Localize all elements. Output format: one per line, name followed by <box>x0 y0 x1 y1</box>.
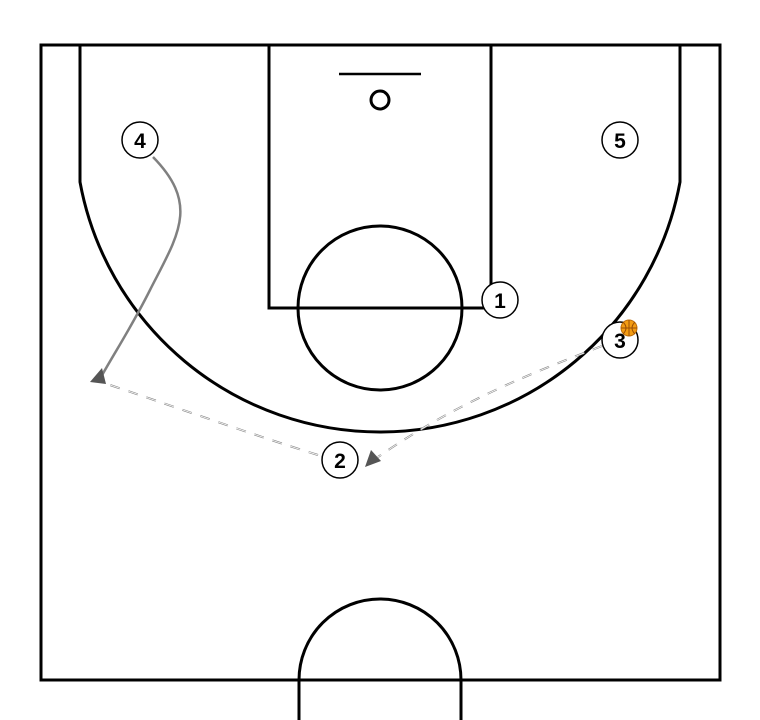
player-4-label: 4 <box>134 130 146 153</box>
player-5-label: 5 <box>614 130 626 153</box>
cut-arrow-head <box>90 368 106 384</box>
player-2-label: 2 <box>334 450 346 473</box>
player-5: 5 <box>601 121 639 159</box>
pass-path-2-to-wing-inner <box>103 382 319 456</box>
pass-path-3-to-2 <box>377 345 603 458</box>
player-2: 2 <box>321 441 359 479</box>
court-boundary <box>39 43 722 682</box>
player-1: 1 <box>481 281 519 319</box>
pass-arrow-head-to-2 <box>365 450 381 467</box>
player-4: 4 <box>121 121 159 159</box>
three-point-line <box>78 45 682 434</box>
basketball-icon <box>620 319 638 337</box>
free-throw-circle <box>296 224 464 392</box>
basket-rim <box>369 89 391 111</box>
free-throw-lane <box>267 45 493 310</box>
player-3-label: 3 <box>614 330 626 353</box>
pass-path-3-to-2-inner <box>377 345 603 458</box>
center-circle <box>297 597 463 720</box>
player-1-label: 1 <box>494 290 506 313</box>
cut-path-4 <box>99 156 182 378</box>
